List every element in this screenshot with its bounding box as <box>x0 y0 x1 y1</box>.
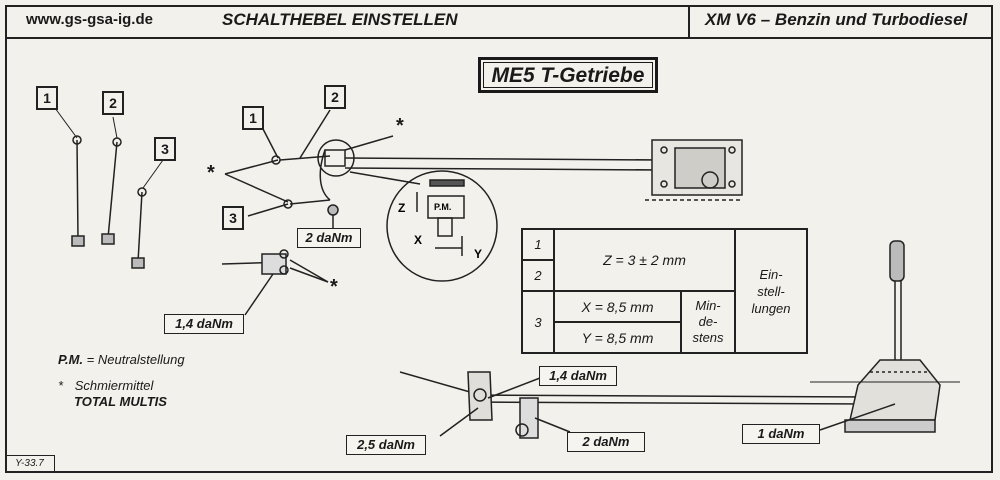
note-pm-text: = Neutralstellung <box>83 352 185 367</box>
lubricant-star-left: * <box>207 162 215 184</box>
spec-row-1-number: 1 <box>521 228 555 261</box>
spec-mindestens: Min- de- stens <box>680 290 736 354</box>
adjustment-spec-table: 1 Z = 3 ± 2 mm Ein- stell- lungen 2 3 X … <box>521 228 808 354</box>
gear-lever <box>810 240 960 433</box>
spec-z-value: Z = 3 ± 2 mm <box>553 228 736 292</box>
torque-label-1danm: 1 daNm <box>742 424 820 444</box>
torque-label-2danm-upper: 2 daNm <box>297 228 361 248</box>
rod-1 <box>54 107 85 247</box>
callout-3-left: 3 <box>154 137 176 161</box>
lubricant-star-top: * <box>396 115 404 137</box>
torque-label-2danm-lower: 2 daNm <box>567 432 645 452</box>
header-vertical-divider <box>688 5 690 39</box>
lower-linkage <box>439 371 571 439</box>
spec-einstellungen: Ein- stell- lungen <box>734 228 808 354</box>
note-lubricant: * Schmiermittel <box>58 378 153 393</box>
callout-2-mid: 2 <box>324 85 346 109</box>
callout-1-left: 1 <box>36 86 58 110</box>
detail-label-x: X <box>414 233 422 247</box>
torque-label-1-4danm-bottom: 1,4 daNm <box>539 366 617 386</box>
spec-x-value: X = 8,5 mm <box>553 290 682 323</box>
rod-2 <box>101 116 122 245</box>
rod-3 <box>131 159 164 269</box>
lubricant-star-small-linkage: * <box>330 276 338 298</box>
detail-label-z: Z <box>398 201 405 215</box>
note-lubricant-brand: TOTAL MULTIS <box>74 394 167 409</box>
detail-label-pm: P.M. <box>434 202 451 212</box>
model-title: XM V6 – Benzin und Turbodiesel <box>705 10 968 29</box>
spec-row-3-number: 3 <box>521 290 555 354</box>
torque-label-2-5danm: 2,5 daNm <box>346 435 426 455</box>
callout-2-left: 2 <box>102 91 124 115</box>
note-pm-abbr: P.M. <box>58 352 84 367</box>
note-lube-brand: TOTAL MULTIS <box>74 394 167 409</box>
callout-3-mid: 3 <box>222 206 244 230</box>
detail-label-y: Y <box>474 247 482 261</box>
gearbox-housing <box>645 139 743 201</box>
note-neutral-position: P.M. = Neutralstellung <box>58 352 185 367</box>
website-url: www.gs-gsa-ig.de <box>26 11 153 28</box>
header-divider <box>5 37 993 39</box>
note-star: * <box>58 378 64 393</box>
page-reference-code: Y-33.7 <box>5 455 55 473</box>
page-frame <box>5 5 993 473</box>
detail-zoom-circle <box>386 170 498 282</box>
selector-linkage-small <box>221 249 329 316</box>
gearbox-label: ME5 T-Getriebe <box>478 57 658 93</box>
page-title: SCHALTHEBEL EINSTELLEN <box>222 10 458 29</box>
torque-label-1-4danm-left: 1,4 daNm <box>164 314 244 334</box>
spec-row-2-number: 2 <box>521 259 555 292</box>
spec-y-value: Y = 8,5 mm <box>553 321 682 354</box>
note-lube-text: Schmiermittel <box>74 378 154 393</box>
callout-1-mid: 1 <box>242 106 264 130</box>
